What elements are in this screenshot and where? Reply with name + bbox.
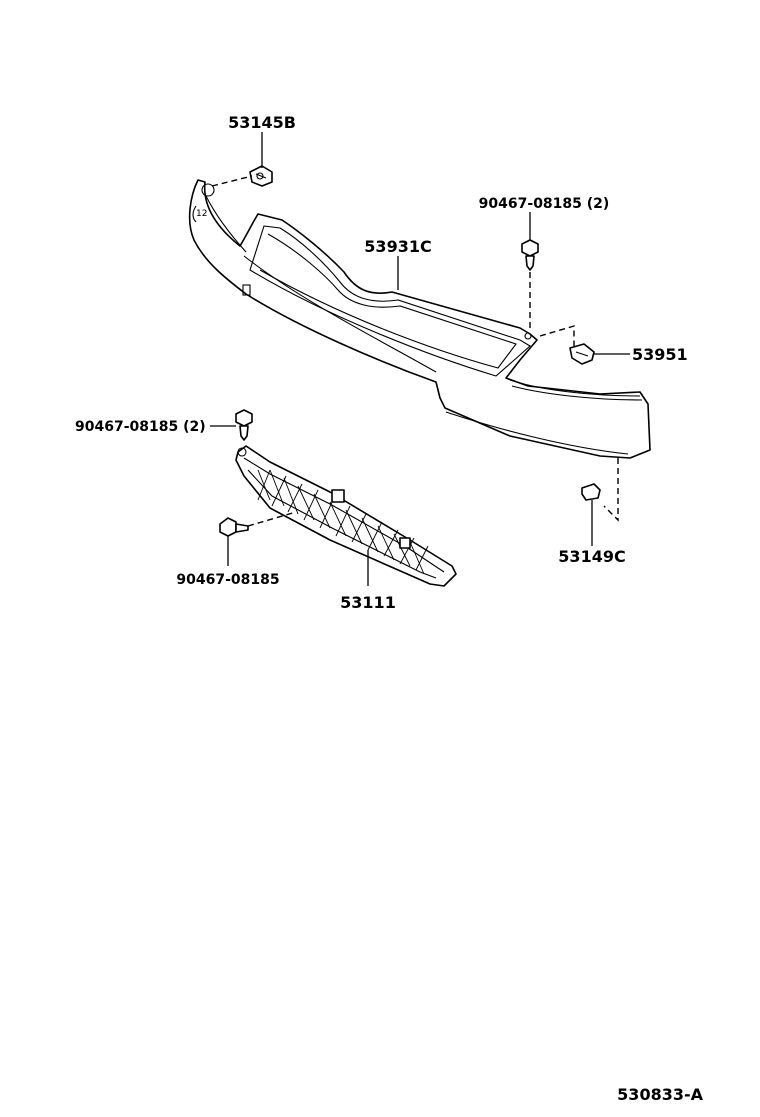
label-53149c: 53149C — [558, 547, 625, 566]
bumper-cover: 12 — [188, 179, 651, 459]
clip-53149c-icon — [581, 483, 601, 501]
leader-dashed-53951 — [539, 325, 575, 346]
label-clip-top-right: 90467-08185 (2) — [479, 196, 610, 212]
clip-53145b-icon — [249, 165, 273, 187]
grille-53111 — [235, 445, 457, 587]
clip-grille-left-icon — [219, 517, 249, 537]
figure-id: 530833-A — [617, 1085, 703, 1104]
label-53145b: 53145B — [228, 113, 296, 132]
clip-grille-top-icon — [235, 409, 253, 441]
label-53111: 53111 — [340, 593, 396, 612]
clip-top-right-icon — [521, 239, 539, 271]
label-53951: 53951 — [632, 345, 688, 364]
label-clip-grille-top: 90467-08185 (2) — [75, 419, 206, 435]
leader-dashed-53149c — [603, 458, 619, 522]
leader-dashed-53145b — [211, 175, 253, 187]
label-clip-grille-left: 90467-08185 — [176, 572, 279, 588]
leader-dashed-clip-grille-left — [247, 511, 297, 527]
bracket-53951-icon — [569, 343, 595, 365]
label-53931c: 53931C — [364, 237, 431, 256]
svg-text:12: 12 — [196, 209, 207, 219]
